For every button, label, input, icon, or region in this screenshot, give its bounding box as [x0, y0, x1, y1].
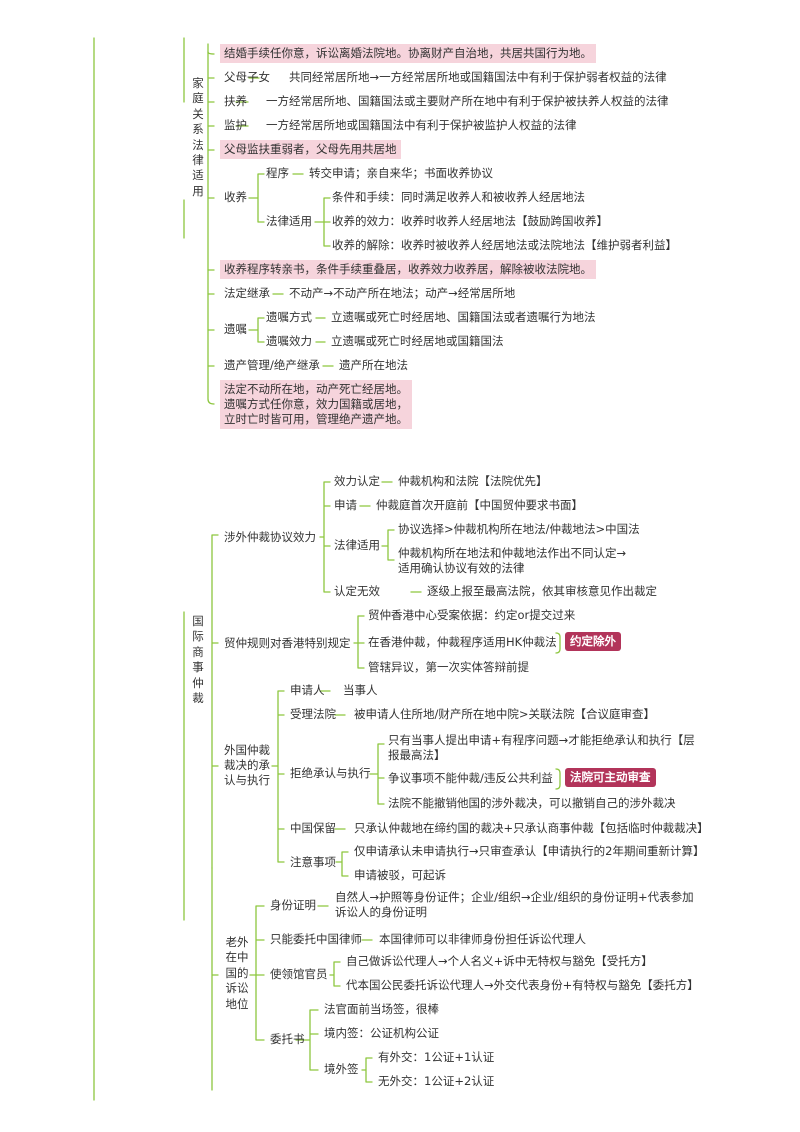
- guardian-rule: 一方经常居所地或国籍国法中有利于保护被监护人权益的法律: [266, 118, 577, 132]
- id-proof-rule-2: 诉讼人的身份证明: [335, 905, 427, 919]
- recognition-label-line-1: 外国仲裁: [224, 743, 270, 757]
- estate-rule: 遗产所在地法: [339, 358, 408, 372]
- parent-child-rule: 共同经常居所地→一方经常居所地或国籍国法中有利于保护弱者权益的法律: [289, 70, 667, 84]
- arbitration-section-title: 国际商事仲裁: [192, 614, 204, 706]
- support-label: 扶养: [224, 94, 247, 108]
- apply-rule: 仲裁庭首次开庭前【中国贸仲要求书面】: [376, 498, 583, 512]
- refuse-rule-1a: 只有当事人提出申请+有程序问题→才能拒绝承认和执行【层: [388, 733, 695, 747]
- consul-label: 使领馆官员: [270, 967, 328, 981]
- arb-law-rule-2b: 适用确认协议有效的法律: [398, 561, 525, 575]
- chinese-lawyer-label: 只能委托中国律师: [270, 932, 362, 946]
- guardian-label: 监护: [224, 118, 247, 132]
- parent-child-label: 父母子女: [224, 70, 270, 84]
- will-effect-label: 遗嘱效力: [266, 334, 312, 348]
- hk-exception-tag: 约定除外: [565, 632, 621, 651]
- refuse-rule-3: 法院不能撤销他国的涉外裁决，可以撤销自己的涉外裁决: [388, 796, 676, 810]
- notes-label: 注意事项: [290, 855, 336, 869]
- will-form-label: 遗嘱方式: [266, 310, 312, 324]
- refuse-label: 拒绝承认与执行: [290, 766, 371, 780]
- family-section-title: 家庭关系法律适用: [192, 76, 204, 198]
- marriage-mnemonic: 结婚手续任你意，诉讼离婚法院地。协离财产自治地，共居共国行为地。: [220, 44, 596, 63]
- succession-mnemonic-line-3: 立时亡时皆可用，管理绝产遗产地。: [224, 412, 408, 426]
- support-rule: 一方经常居所地、国籍国法或主要财产所在地中有利于保护被扶养人权益的法律: [266, 94, 669, 108]
- recognition-label-line-3: 认与执行: [224, 773, 270, 787]
- id-proof-rule-1: 自然人→护照等身份证件；企业/组织→企业/组织的身份证明+代表参加: [335, 890, 694, 904]
- poa-label: 委托书: [270, 1032, 305, 1046]
- chinese-lawyer-rule: 本国律师可以非律师身份担任诉讼代理人: [379, 932, 586, 946]
- hk-rule-2: 在香港仲裁，仲裁程序适用HK仲裁法: [368, 635, 557, 649]
- invalid-rule: 逐级上报至最高法院，依其审核意见作出裁定: [427, 584, 657, 598]
- validity-label: 效力认定: [334, 474, 380, 488]
- adoption-dissolution: 收养的解除：收养时被收养人经居地法或法院地法【维护弱者利益】: [332, 238, 677, 252]
- arb-law-label: 法律适用: [334, 538, 380, 552]
- recognition-label-line-2: 裁决的承: [224, 758, 270, 772]
- refuse-rule-2: 争议事项不能仲裁/违反公共利益: [388, 771, 553, 785]
- poa-rule-1: 法官面前当场签，很棒: [324, 1002, 439, 1016]
- id-proof-label: 身份证明: [270, 898, 316, 912]
- will-form-rule: 立遗嘱或死亡时经居地、国籍国法或者遗嘱行为地法: [331, 310, 596, 324]
- will-label: 遗嘱: [224, 322, 247, 336]
- consul-rule-1: 自己做诉讼代理人→个人名义+诉中无特权与豁免【受托方】: [346, 954, 653, 968]
- court-label: 受理法院: [290, 707, 336, 721]
- parent-mnemonic: 父母监扶重弱者，父母先用共居地: [220, 140, 401, 159]
- refuse-rule-1b: 报最高法】: [388, 748, 446, 762]
- succession-mnemonic-line-2: 遗嘱方式任你意，效力国籍或居地，: [224, 397, 408, 411]
- succession-label: 法定继承: [224, 286, 270, 300]
- abroad-rule-2: 无外交：1公证+2认证: [378, 1074, 495, 1088]
- hk-rule-1: 贸仲香港中心受案依据：约定or提交过来: [368, 608, 576, 622]
- adoption-effect: 收养的效力：收养时收养人经居地法【鼓励跨国收养】: [332, 214, 608, 228]
- court-review-tag: 法院可主动审查: [565, 768, 656, 787]
- validity-rule: 仲裁机构和法院【法院优先】: [398, 474, 548, 488]
- notes-rule-2: 申请被驳，可起诉: [354, 868, 446, 882]
- succession-mnemonic-line-1: 法定不动所在地，动产死亡经居地。: [224, 382, 408, 396]
- apply-label: 申请: [334, 498, 357, 512]
- reservation-rule: 只承认仲裁地在缔约国的裁决+只承认商事仲裁【包括临时仲裁裁决】: [354, 821, 709, 835]
- succession-rule: 不动产→不动产所在地法；动产→经常居所地: [289, 286, 516, 300]
- applicant-label: 申请人: [290, 683, 325, 697]
- reservation-label: 中国保留: [290, 821, 336, 835]
- applicant-rule: 当事人: [343, 683, 378, 697]
- hk-rules-label: 贸仲规则对香港特别规定: [224, 636, 351, 650]
- poa-rule-2: 境内签：公证机构公证: [324, 1026, 439, 1040]
- court-rule: 被申请人住所地/财产所在地中院>关联法院【合议庭审查】: [354, 707, 656, 721]
- invalid-label: 认定无效: [334, 584, 380, 598]
- adoption-law-label: 法律适用: [266, 214, 312, 228]
- adoption-conditions: 条件和手续：同时满足收养人和被收养人经居地法: [332, 190, 585, 204]
- estate-label: 遗产管理/绝产继承: [224, 358, 320, 372]
- abroad-label: 境外签: [324, 1062, 359, 1076]
- hk-rule-3: 管辖异议，第一次实体答辩前提: [368, 660, 529, 674]
- adoption-procedure-label: 程序: [266, 166, 289, 180]
- arb-law-rule-1: 协议选择>仲裁机构所在地法/仲裁地法>中国法: [398, 522, 640, 536]
- adoption-label: 收养: [224, 190, 247, 204]
- will-effect-rule: 立遗嘱或死亡时经居地或国籍国法: [331, 334, 504, 348]
- notes-rule-1: 仅申请承认未申请执行→只审查承认【申请执行的2年期间重新计算】: [354, 844, 705, 858]
- foreign-arb-agreement-label: 涉外仲裁协议效力: [224, 530, 316, 544]
- litigation-section-title: 老外在中国的诉讼地位: [225, 935, 249, 1011]
- abroad-rule-1: 有外交：1公证+1认证: [378, 1050, 495, 1064]
- consul-rule-2: 代本国公民委托诉讼代理人→外交代表身份+有特权与豁免【委托方】: [346, 978, 699, 992]
- arb-law-rule-2a: 仲裁机构所在地法和仲裁地法作出不同认定→: [398, 546, 627, 560]
- adoption-mnemonic: 收养程序转亲书，条件手续重叠居，收养效力收养居，解除被收法院地。: [220, 260, 596, 279]
- adoption-procedure-rule: 转交申请；亲自来华；书面收养协议: [309, 166, 493, 180]
- recognition-label: 外国仲裁 裁决的承 认与执行: [224, 743, 270, 788]
- succession-mnemonic: 法定不动所在地，动产死亡经居地。 遗嘱方式任你意，效力国籍或居地， 立时亡时皆可…: [220, 380, 412, 429]
